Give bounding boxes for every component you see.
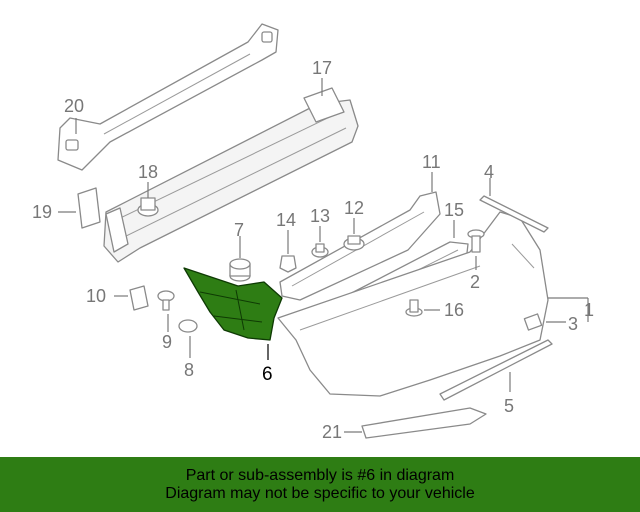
reflector-strip-part-21 [361, 407, 487, 439]
callout-3: 3 [568, 314, 578, 334]
callout-1: 1 [584, 300, 594, 320]
callout-11: 11 [422, 152, 441, 172]
bolt-part-9 [157, 290, 175, 311]
callout-7: 7 [234, 220, 244, 240]
callout-20: 20 [64, 96, 84, 116]
callout-6: 6 [262, 364, 273, 385]
nut-part-13 [311, 243, 329, 258]
leader-lines [58, 78, 589, 433]
callout-5: 5 [504, 396, 514, 416]
callout-13: 13 [310, 206, 330, 226]
bracket-part-10 [129, 285, 149, 311]
grommet-part-7 [229, 258, 251, 282]
callout-16: 16 [444, 300, 464, 320]
callout-2: 2 [470, 272, 480, 292]
callout-12: 12 [344, 198, 364, 218]
callout-15: 15 [444, 200, 464, 220]
parts-diagram: 1 2 3 4 5 6 7 8 9 10 11 12 13 14 15 16 1… [32, 23, 594, 442]
callout-9: 9 [162, 332, 172, 352]
bracket-part-19 [77, 187, 101, 229]
callout-4: 4 [484, 162, 494, 182]
reinforcement-bar-part [57, 23, 279, 171]
clip-part-14 [279, 255, 297, 273]
banner-line-2: Diagram may not be specific to your vehi… [165, 484, 475, 502]
nut-part-18 [137, 197, 159, 217]
callout-14: 14 [276, 210, 296, 230]
banner-line-1: Part or sub-assembly is #6 in diagram [185, 466, 455, 484]
clip-part-16 [405, 299, 423, 317]
nut-part-12 [343, 235, 365, 251]
trim-strip-part-4 [479, 195, 549, 233]
callout-19: 19 [32, 202, 52, 222]
callout-17: 17 [312, 58, 332, 78]
callout-labels: 1 2 3 4 5 6 7 8 9 10 11 12 13 14 15 16 1… [32, 58, 594, 442]
callout-21: 21 [322, 422, 342, 442]
highlighted-part-6 [183, 267, 283, 341]
callout-8: 8 [184, 360, 194, 380]
callout-10: 10 [86, 286, 106, 306]
lower-trim-part-5 [439, 339, 553, 401]
nut-part-8 [178, 319, 198, 333]
callout-18: 18 [138, 162, 158, 182]
screw-part-2 [467, 229, 485, 253]
info-banner: Part or sub-assembly is #6 in diagram Di… [0, 457, 640, 512]
